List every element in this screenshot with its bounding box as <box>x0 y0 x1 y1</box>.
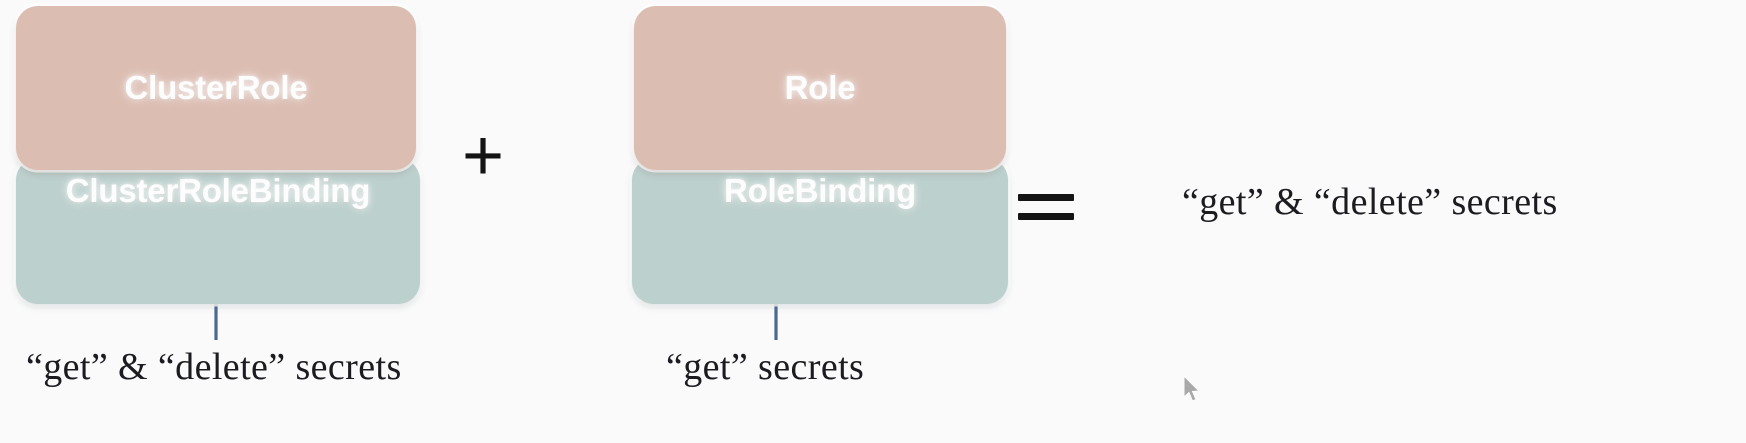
caption-clusterrole-permissions: “get” & “delete” secrets <box>26 346 402 388</box>
mouse-cursor-icon <box>1183 374 1204 411</box>
equals-operator <box>1018 194 1074 220</box>
card-group-clusterrole: ClusterRoleBinding ClusterRole <box>0 0 440 320</box>
result-permissions: “get” & “delete” secrets <box>1182 181 1558 223</box>
equals-bar-top <box>1018 194 1074 201</box>
plus-operator: + <box>462 116 505 196</box>
card-clusterrolebinding[interactable]: ClusterRoleBinding <box>16 158 420 304</box>
card-role[interactable]: Role <box>634 6 1006 170</box>
card-clusterrole[interactable]: ClusterRole <box>16 6 416 170</box>
card-role-label: Role <box>784 69 856 106</box>
equals-bar-bottom <box>1018 213 1074 220</box>
caption-role-permissions: “get” secrets <box>666 346 865 388</box>
card-clusterrolebinding-label: ClusterRoleBinding <box>65 172 371 209</box>
card-rolebinding[interactable]: RoleBinding <box>632 158 1008 304</box>
card-rolebinding-label: RoleBinding <box>723 172 917 209</box>
card-group-role: RoleBinding Role <box>576 0 1016 320</box>
card-clusterrole-label: ClusterRole <box>124 69 308 106</box>
